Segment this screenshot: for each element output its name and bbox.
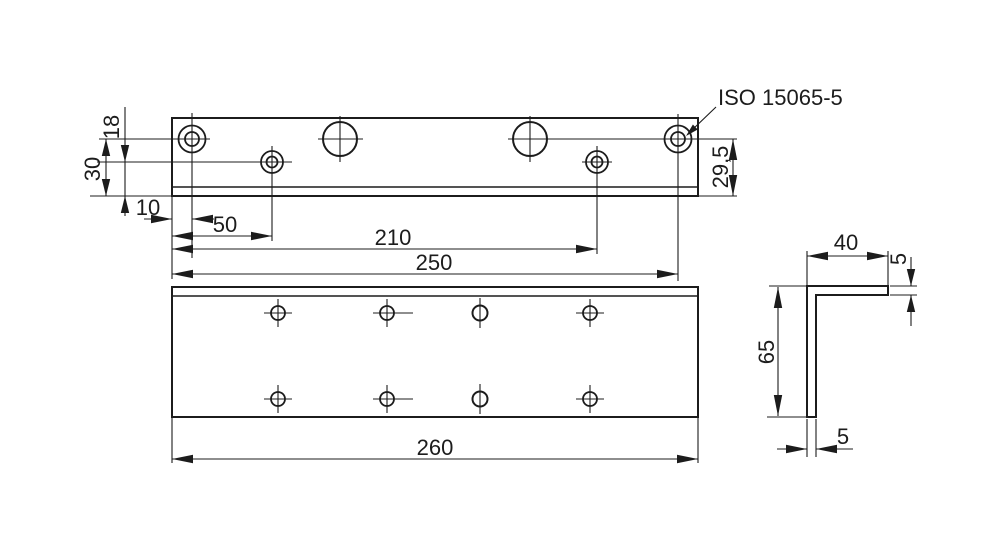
arrowhead bbox=[728, 139, 738, 160]
dim-label-30: 30 bbox=[80, 157, 105, 181]
arrowhead bbox=[657, 269, 678, 279]
arrowhead bbox=[101, 179, 111, 196]
dim-label-260: 260 bbox=[417, 435, 454, 460]
dim-label-40: 40 bbox=[834, 230, 858, 255]
arrowhead bbox=[151, 214, 172, 224]
arrowhead bbox=[172, 231, 193, 241]
arrowhead bbox=[192, 214, 213, 224]
arrowhead bbox=[906, 269, 916, 286]
arrowhead bbox=[576, 244, 597, 254]
countersunk-hole bbox=[663, 124, 693, 154]
arrowhead bbox=[172, 454, 193, 464]
dim-label-18: 18 bbox=[99, 115, 124, 139]
arrowhead bbox=[120, 145, 130, 162]
dim-label-65: 65 bbox=[754, 340, 779, 364]
large-hole bbox=[512, 121, 548, 157]
top-view-outline bbox=[171, 117, 699, 197]
arrowhead bbox=[172, 244, 193, 254]
countersunk-hole bbox=[585, 150, 609, 174]
side-profile: 40 5 65 5 bbox=[754, 230, 917, 457]
arrowhead bbox=[807, 251, 828, 261]
dim-label-5-bottom: 5 bbox=[837, 424, 849, 449]
arrowhead bbox=[906, 295, 916, 312]
countersunk-hole bbox=[260, 150, 284, 174]
iso-standard-label: ISO 15065-5 bbox=[718, 85, 843, 110]
countersunk-hole bbox=[177, 124, 207, 154]
arrowhead bbox=[773, 287, 783, 308]
dim-label-50: 50 bbox=[213, 212, 237, 237]
arrowhead bbox=[786, 444, 807, 454]
dim-label-250: 250 bbox=[416, 250, 453, 275]
front-view: 260 bbox=[171, 286, 699, 464]
arrowhead bbox=[867, 251, 888, 261]
arrowhead bbox=[101, 139, 111, 156]
front-view-outline bbox=[171, 286, 699, 418]
arrowhead bbox=[816, 444, 837, 454]
dim-label-10: 10 bbox=[136, 195, 160, 220]
dim-label-210: 210 bbox=[375, 225, 412, 250]
leader-arrowhead bbox=[686, 124, 698, 136]
arrowhead bbox=[172, 269, 193, 279]
top-view: 18 30 10 50 210 250 29,5 bbox=[80, 85, 843, 281]
arrowhead bbox=[728, 175, 738, 196]
dim-label-5-top: 5 bbox=[886, 253, 911, 265]
l-profile-outline bbox=[806, 285, 889, 418]
arrowhead bbox=[677, 454, 698, 464]
arrowhead bbox=[251, 231, 272, 241]
dim-label-29-5: 29,5 bbox=[708, 146, 733, 189]
arrowhead bbox=[773, 395, 783, 416]
large-hole bbox=[322, 121, 358, 157]
arrowhead bbox=[120, 196, 130, 213]
